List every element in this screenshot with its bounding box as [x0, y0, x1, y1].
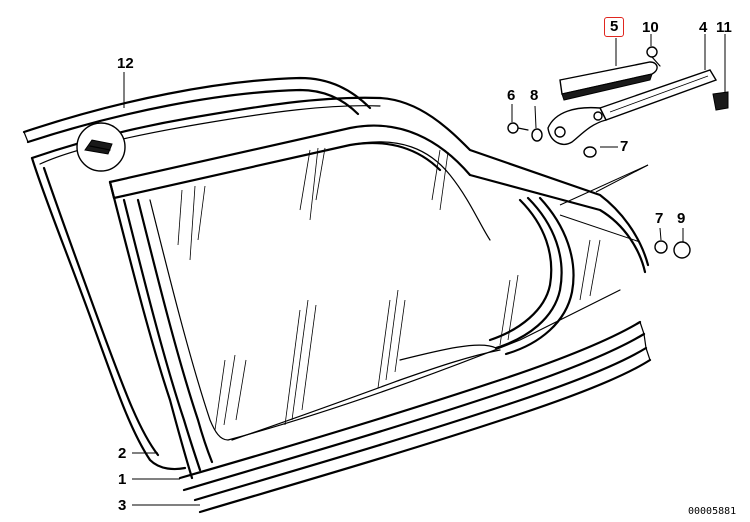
callout-4[interactable]: 4 — [699, 19, 708, 36]
hinge-bracket — [547, 106, 608, 146]
part-10-screw — [646, 46, 661, 67]
part-7-washer-lower — [654, 240, 668, 254]
callout-6[interactable]: 6 — [507, 87, 516, 104]
roof-seal-strip — [22, 76, 372, 144]
callout-10[interactable]: 10 — [642, 19, 659, 36]
callout-7-lower[interactable]: 7 — [655, 210, 664, 227]
part-5-seal — [559, 61, 658, 101]
callout-12[interactable]: 12 — [117, 55, 134, 72]
leader-lines — [123, 34, 726, 506]
callout-5-highlighted[interactable]: 5 — [604, 17, 625, 37]
diagram-reference-number: 00005881 — [688, 506, 737, 517]
part-6-bolt — [507, 122, 529, 134]
callout-3[interactable]: 3 — [118, 497, 127, 514]
callout-7-upper[interactable]: 7 — [620, 138, 629, 155]
part-11-clip — [712, 91, 729, 111]
part-7-washer-upper — [583, 146, 597, 158]
callout-1[interactable]: 1 — [118, 471, 127, 488]
part-8-washer — [531, 128, 543, 142]
quarter-window-frame — [108, 124, 647, 480]
callout-9[interactable]: 9 — [677, 210, 686, 227]
callout-8[interactable]: 8 — [530, 87, 539, 104]
guide-rail — [231, 196, 575, 441]
part-9-cap — [673, 241, 691, 259]
callout-2[interactable]: 2 — [118, 445, 127, 462]
lower-sill-strips — [178, 320, 652, 514]
callout-11[interactable]: 11 — [716, 19, 732, 36]
clip-detail-circle — [76, 122, 126, 172]
glass-reflection-lines — [177, 147, 601, 431]
